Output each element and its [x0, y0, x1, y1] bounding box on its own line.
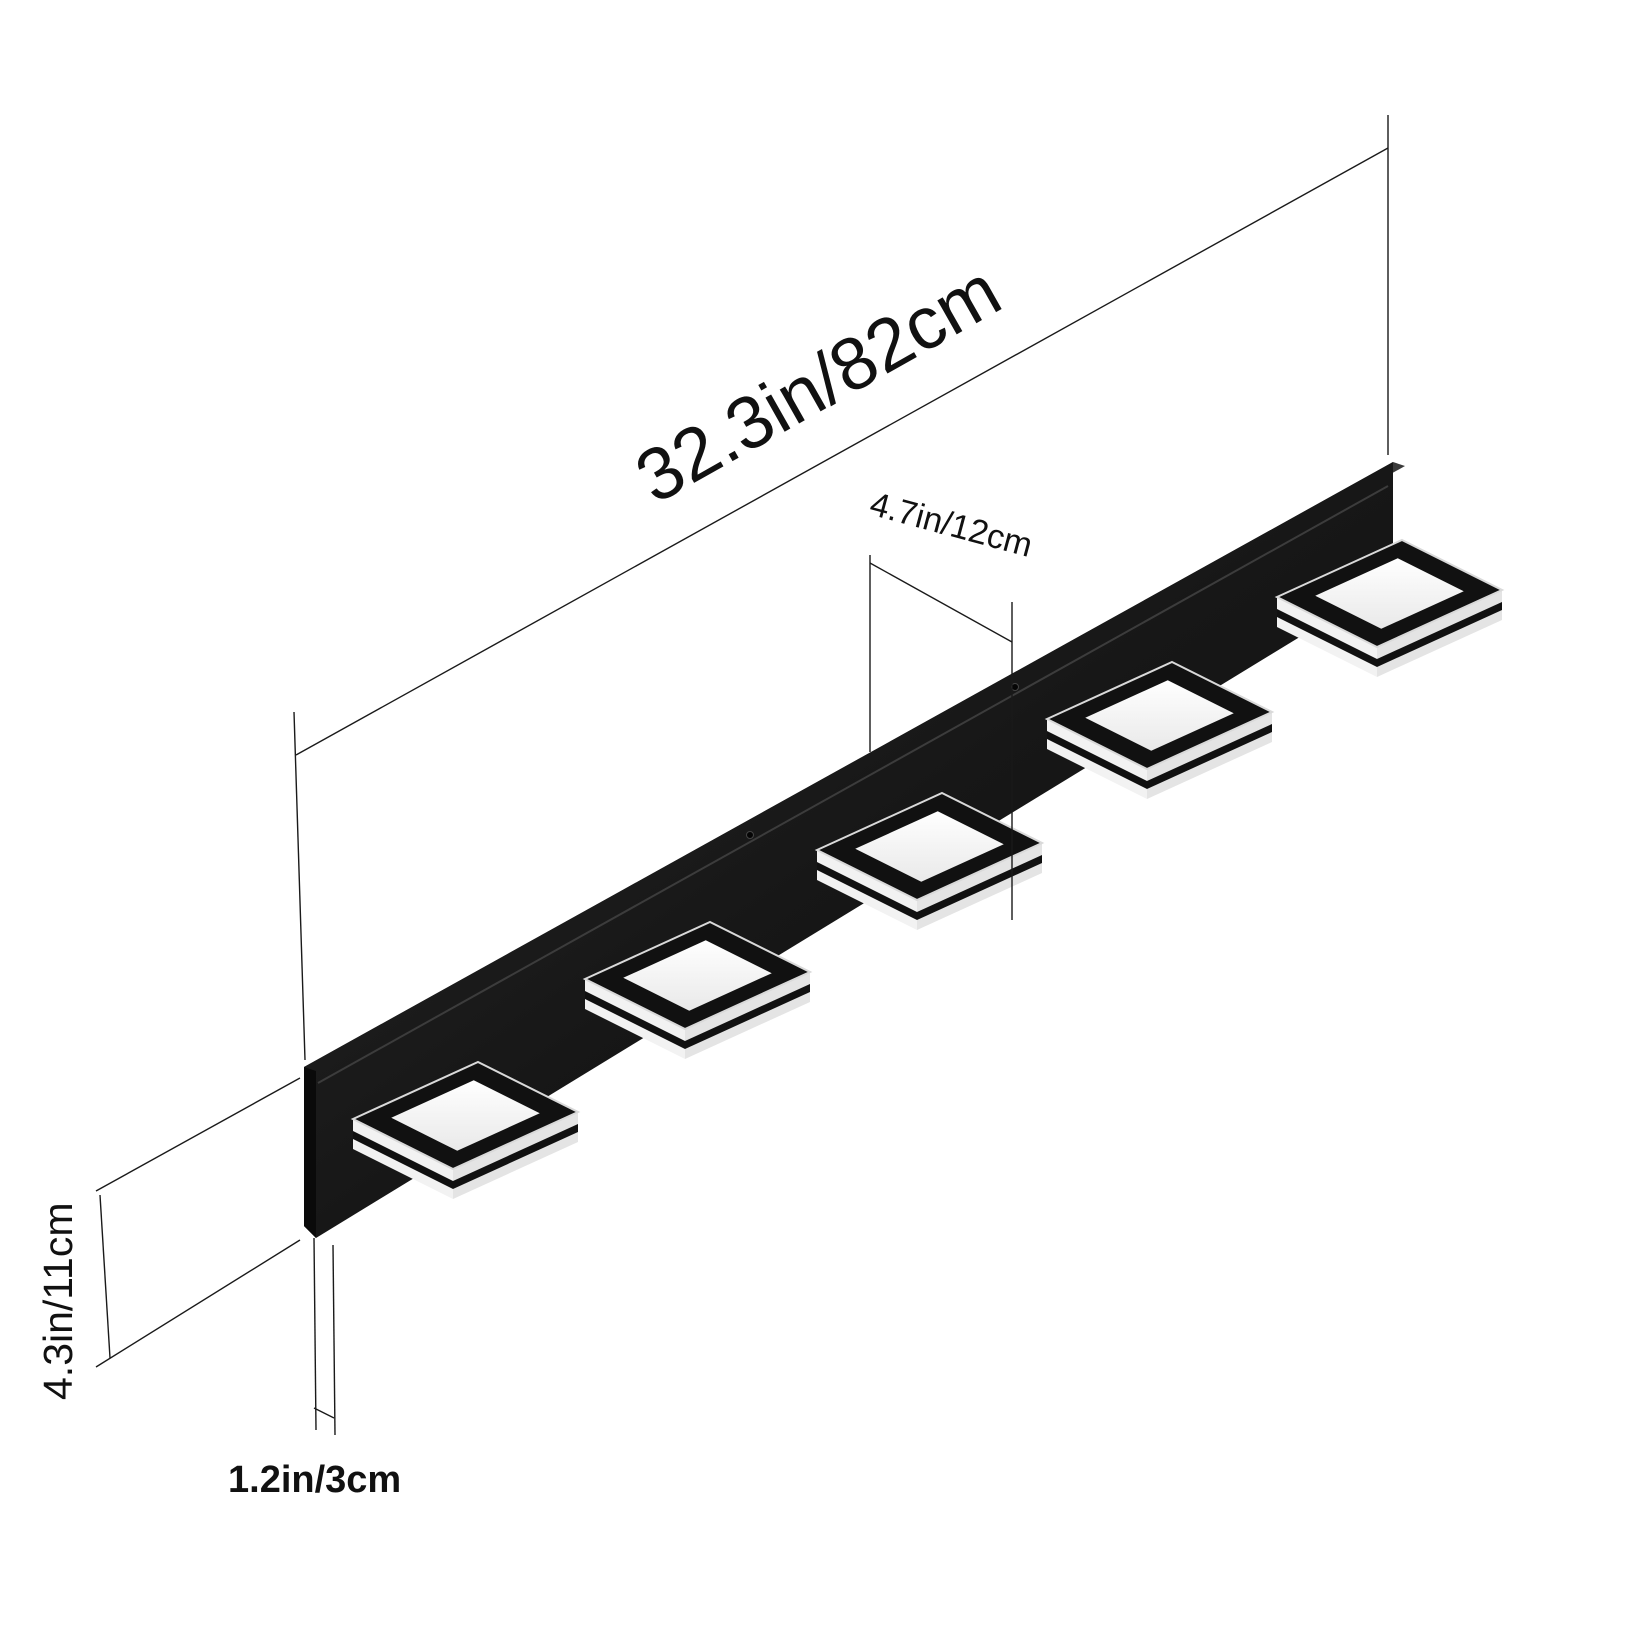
screw-hole: [746, 831, 754, 839]
dimension-lines: [95, 115, 1389, 1436]
lamp-rim: [814, 791, 1045, 902]
lamp-band-right: [685, 984, 810, 1049]
lamp-diffuser: [1315, 558, 1464, 629]
backplate-side-edge: [304, 1067, 316, 1238]
lamp-band-left: [1047, 731, 1147, 789]
height-label: 4.3in/11cm: [35, 1202, 81, 1400]
lamp-rim: [582, 920, 813, 1031]
lamp-width-dimension-line: [869, 562, 1013, 643]
lamp-rim: [350, 1060, 581, 1171]
lamp-rim: [1274, 538, 1505, 649]
lamp-band-left: [585, 991, 685, 1049]
depth-extension-left: [313, 1237, 317, 1431]
height-dimension-line: [99, 1194, 111, 1359]
lamp-band-right: [1147, 724, 1272, 789]
lamp-diffuser: [855, 811, 1004, 882]
lamp-band-left: [817, 862, 917, 920]
lamp-heads: [350, 538, 1505, 1199]
length-extension-left: [293, 711, 306, 1061]
depth-extension-right: [332, 1244, 336, 1436]
lamp-rim: [1044, 660, 1275, 771]
height-extension-top: [95, 1077, 301, 1192]
lamp-band-right: [917, 855, 1042, 920]
lamp-diffuser: [1085, 680, 1234, 751]
lamp-band-right: [453, 1124, 578, 1189]
lamp-band-right: [1377, 602, 1502, 667]
lamp-width-label: 4.7in/12cm: [866, 485, 1036, 565]
depth-label: 1.2in/3cm: [228, 1459, 401, 1501]
depth-dimension-line: [313, 1407, 335, 1419]
lamp-diffuser: [391, 1080, 540, 1151]
length-label: 32.3in/82cm: [622, 248, 1014, 519]
lamp-diffuser: [623, 940, 772, 1011]
height-extension-bottom: [95, 1239, 301, 1368]
lamp-band-left: [1277, 609, 1377, 667]
lamp-band-left: [353, 1131, 453, 1189]
length-dimension-line: [295, 147, 1389, 756]
